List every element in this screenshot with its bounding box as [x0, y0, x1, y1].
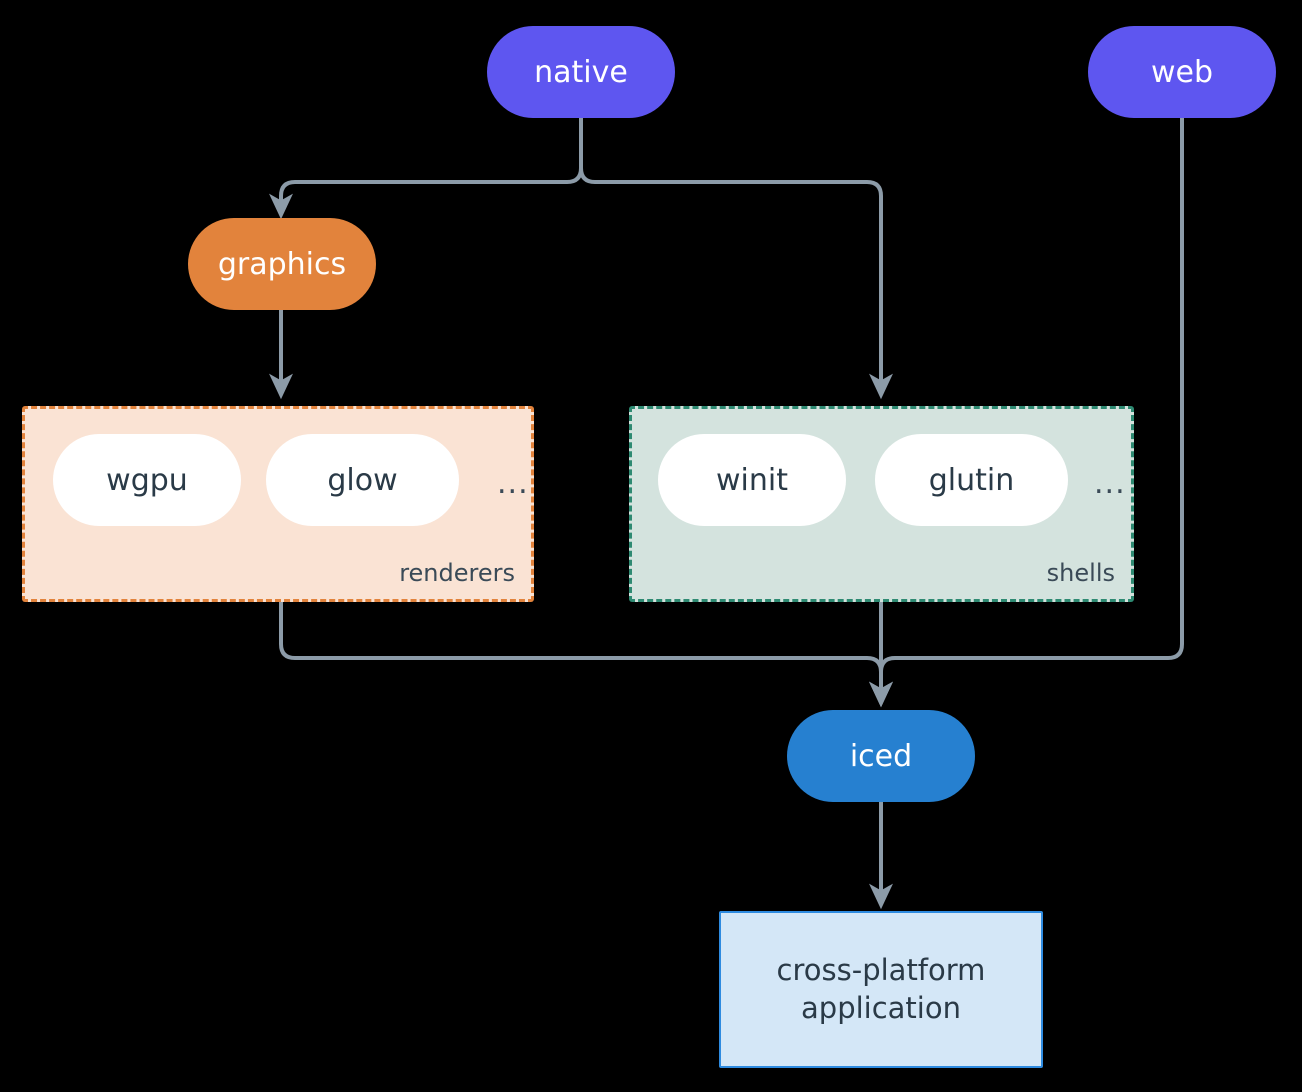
renderers-overflow-ellipsis: ...	[497, 466, 529, 501]
edge-native-to-graphics	[268, 115, 583, 220]
node-application-line1: cross-platform	[776, 952, 986, 987]
leaf-glutin-label: glutin	[928, 462, 1015, 498]
shells-overflow-ellipsis: ...	[1094, 466, 1126, 501]
leaf-glow-label: glow	[327, 462, 398, 498]
leaf-glutin[interactable]: glutin	[875, 434, 1068, 526]
node-iced-label: iced	[849, 738, 913, 774]
node-web[interactable]: web	[1088, 26, 1276, 118]
leaf-glow[interactable]: glow	[266, 434, 459, 526]
edge-native-to-shells	[579, 115, 893, 400]
leaf-wgpu[interactable]: wgpu	[53, 434, 241, 526]
leaf-winit-label: winit	[716, 462, 788, 498]
edge-renderers-to-iced	[279, 600, 893, 708]
node-graphics[interactable]: graphics	[188, 218, 376, 310]
node-native-label: native	[534, 54, 628, 90]
node-application[interactable]: cross-platform application	[719, 911, 1043, 1068]
group-shells-label: shells	[1046, 559, 1115, 587]
node-iced[interactable]: iced	[787, 710, 975, 802]
node-web-label: web	[1150, 54, 1214, 90]
leaf-winit[interactable]: winit	[658, 434, 846, 526]
group-renderers-label: renderers	[399, 559, 515, 587]
node-native[interactable]: native	[487, 26, 675, 118]
leaf-wgpu-label: wgpu	[106, 462, 188, 498]
group-renderers: wgpu glow ... renderers	[22, 406, 534, 602]
node-application-line2: application	[801, 990, 961, 1025]
node-graphics-label: graphics	[217, 246, 347, 282]
group-shells: winit glutin ... shells	[629, 406, 1134, 602]
